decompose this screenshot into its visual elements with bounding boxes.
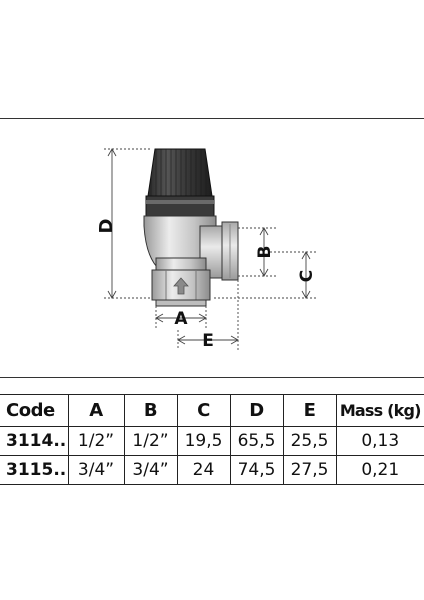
cell-c: 24 [176,455,231,485]
dimension-b-label: B [255,246,275,259]
cell-code: 3115.. [0,455,69,485]
cell-e: 27,5 [282,455,337,485]
header-d: D [229,394,284,427]
cell-b: 3/4” [123,455,178,485]
valve-drawing: D B C A [0,118,424,378]
cell-code: 3114.. [0,426,69,456]
cell-mass: 0,21 [335,455,424,485]
dimension-b [238,227,278,277]
table-row: 3115.. 3/4” 3/4” 24 74,5 27,5 0,21 [0,455,424,485]
dimension-e-label: E [202,331,214,351]
cell-d: 74,5 [229,455,284,485]
dimension-c-label: C [297,270,317,282]
cell-a: 3/4” [67,455,125,485]
header-c: C [176,394,231,427]
cell-d: 65,5 [229,426,284,456]
table-header-row: Code A B C D E Mass (kg) [0,394,424,427]
dimension-e [177,280,239,350]
cell-c: 19,5 [176,426,231,456]
dimension-c [214,251,316,299]
valve-cap [145,148,215,217]
dimension-d [104,148,152,299]
header-b: B [123,394,178,427]
dimension-d-label: D [96,219,117,234]
flow-arrow-icon [173,277,189,295]
header-mass: Mass (kg) [335,394,424,427]
cell-mass: 0,13 [335,426,424,456]
cell-b: 1/2” [123,426,178,456]
specification-table: Code A B C D E Mass (kg) 3114.. 1/2” 1/2… [0,394,424,485]
cell-a: 1/2” [67,426,125,456]
dimension-a [155,306,207,328]
header-code: Code [0,394,69,427]
table-row: 3114.. 1/2” 1/2” 19,5 65,5 25,5 0,13 [0,426,424,456]
header-e: E [282,394,337,427]
technical-drawing-panel: D B C A [0,118,424,378]
cell-e: 25,5 [282,426,337,456]
dimension-a-label: A [174,309,188,329]
valve-body [143,215,239,307]
header-a: A [67,394,125,427]
